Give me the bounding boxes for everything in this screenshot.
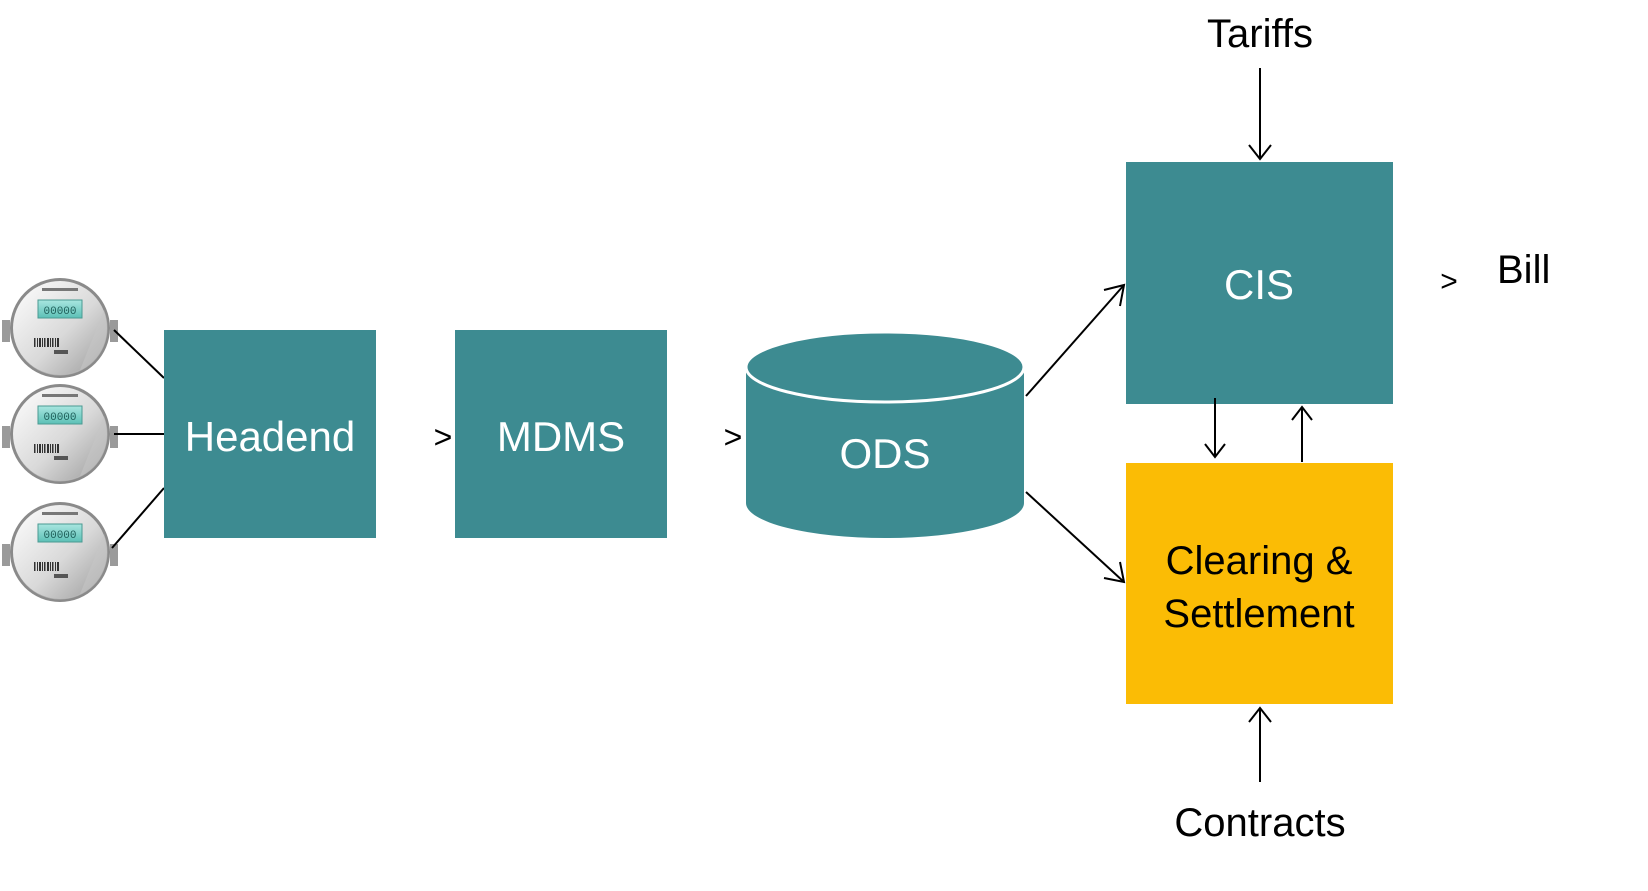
bill-label: Bill [1497,248,1550,292]
headend-node: Headend [164,330,376,538]
clearing-to-cis-arrow [1291,405,1313,462]
meter-connectors [111,329,165,549]
meter-display: 00000 [43,412,76,424]
mdms-node: MDMS [455,330,667,538]
clearing-settlement-node: Clearing & Settlement [1126,463,1393,704]
ods-to-cis-arrow [1025,283,1126,397]
cis-to-clearing-arrow [1204,398,1226,459]
contracts-label: Contracts [1174,801,1345,845]
smart-meter-icon: 00000 [1,383,119,485]
smart-meter-icon: 00000 [1,501,119,603]
cis-node: CIS [1126,162,1393,404]
smart-meter-icon: 00000 [1,277,119,379]
clearing-label-line1: Clearing & [1166,539,1353,583]
tariffs-to-cis-arrow [1248,68,1272,161]
mdms-label: MDMS [497,413,625,460]
ods-to-clearing-arrow [1025,491,1126,584]
meter-display: 00000 [43,306,76,318]
mdms-to-ods-arrow: > [724,419,743,455]
cis-label: CIS [1224,261,1294,308]
ods-label: ODS [839,430,930,477]
cis-to-bill-arrow: > [1440,265,1458,298]
ods-database-node: ODS [744,330,1026,538]
headend-to-mdms-arrow: > [434,419,453,455]
tariffs-label: Tariffs [1207,12,1313,56]
clearing-label-line2: Settlement [1163,592,1354,636]
headend-label: Headend [185,413,355,460]
contracts-to-clearing-arrow [1248,706,1272,782]
meter-display: 00000 [43,530,76,542]
